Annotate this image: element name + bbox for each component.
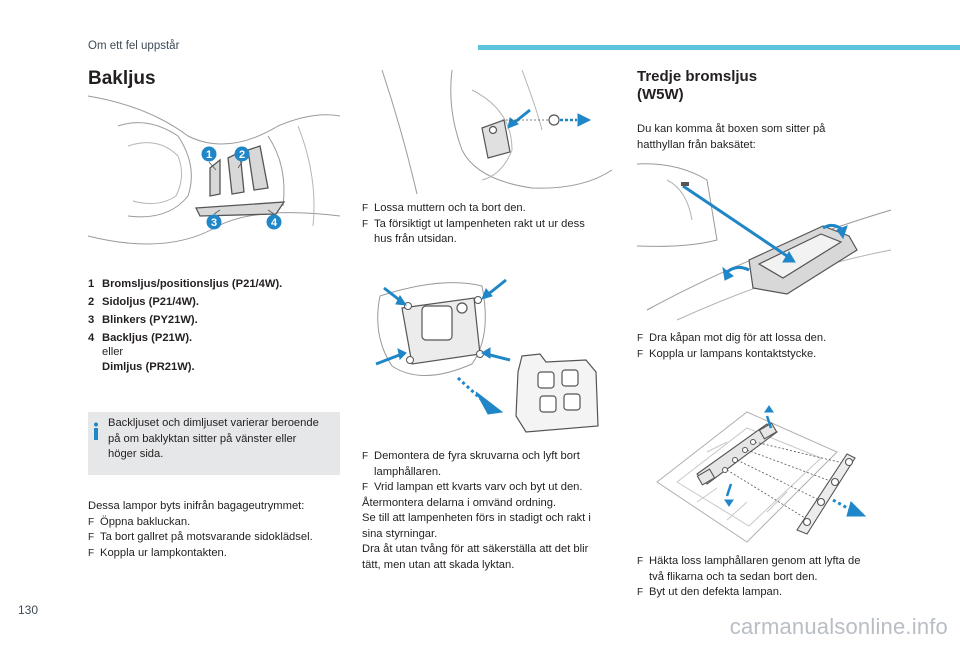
- list-item: 3 Blinkers (PY21W).: [88, 314, 198, 326]
- reassembly-paragraph: Återmontera delarna i omvänd ordning. Se…: [362, 496, 591, 571]
- callout-badges: 1 2 3 4: [201, 146, 282, 230]
- third-brake-light-illustration: [636, 163, 892, 321]
- section-header: Om ett fel uppstår: [88, 40, 180, 52]
- right-steps-b: F Häkta loss lamphållaren genom att lyft…: [637, 554, 889, 601]
- step: F Ta försiktigt ut lampenheten rakt ut u…: [362, 217, 585, 246]
- nut-removal-illustration: [381, 69, 613, 195]
- info-note: Backljuset och dimljuset varierar beroen…: [88, 412, 340, 475]
- lamp-holder-illustration: [375, 278, 599, 433]
- page-number: 130: [18, 603, 39, 617]
- rear-light-illustration: 1 2 3 4: [87, 95, 341, 245]
- lamp-holder-removal-illustration: [656, 405, 867, 543]
- callout-4: [266, 214, 282, 230]
- callout-2-label: 2: [239, 149, 245, 161]
- right-intro: Du kan komma åt boxen som sitter på hatt…: [637, 123, 826, 151]
- callout-4-label: 4: [271, 217, 278, 229]
- callout-1-label: 1: [206, 149, 212, 161]
- step: F Demontera de fyra skruvarna och lyft b…: [362, 450, 580, 478]
- step: F Häkta loss lamphållaren genom att lyft…: [637, 555, 861, 583]
- list-item: 2 Sidoljus (P21/4W).: [88, 296, 199, 308]
- header-accent-bar: [478, 45, 960, 50]
- bulb-list: 1 Bromsljus/positionsljus (P21/4W). 2 Si…: [88, 276, 340, 375]
- page-title: Bakljus: [88, 68, 156, 89]
- callout-1: [201, 146, 217, 162]
- watermark: carmanualsonline.info: [729, 614, 948, 639]
- middle-steps-b: F Demontera de fyra skruvarna och lyft b…: [362, 449, 614, 573]
- callout-2: [234, 146, 250, 162]
- list-item: 1 Bromsljus/positionsljus (P21/4W).: [88, 278, 283, 290]
- third-brake-light-title: Tredje bromsljus (W5W): [637, 68, 758, 103]
- callout-3-label: 3: [211, 217, 217, 229]
- info-icon: [94, 422, 98, 440]
- list-item: 4 Backljus (P21W). eller Dimljus (PR21W)…: [88, 332, 195, 373]
- callout-3: [206, 214, 222, 230]
- left-instructions: Dessa lampor byts inifrån bagageutrymmet…: [88, 499, 343, 561]
